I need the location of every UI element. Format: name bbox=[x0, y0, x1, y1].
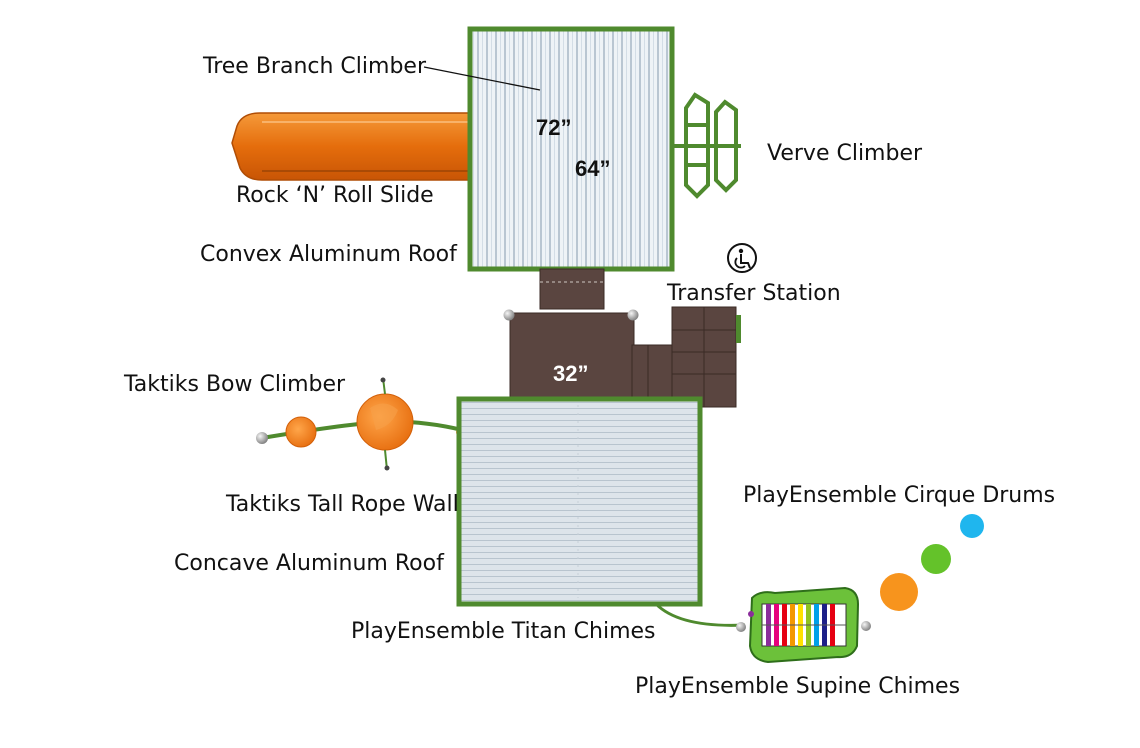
cirque-drums-graphic bbox=[880, 514, 984, 611]
drum-blue bbox=[960, 514, 984, 538]
height-label-32: 32” bbox=[553, 361, 588, 386]
label-tree-branch-climber: Tree Branch Climber bbox=[202, 54, 427, 79]
transfer-station-graphic bbox=[671, 306, 741, 408]
label-rock-n-roll-slide: Rock ‘N’ Roll Slide bbox=[236, 183, 434, 208]
label-taktiks-tall-rope-wall: Taktiks Tall Rope Wall bbox=[225, 492, 459, 517]
label-playensemble-cirque-drums: PlayEnsemble Cirque Drums bbox=[743, 483, 1055, 508]
label-playensemble-titan-chimes: PlayEnsemble Titan Chimes bbox=[351, 619, 656, 644]
post-caps bbox=[503, 309, 639, 321]
deck-graphic bbox=[509, 268, 673, 400]
label-taktiks-bow-climber: Taktiks Bow Climber bbox=[123, 372, 346, 397]
height-label-72: 72” bbox=[536, 115, 571, 140]
label-verve-climber: Verve Climber bbox=[767, 141, 923, 166]
taktiks-climbers-graphic bbox=[256, 377, 466, 471]
drum-green bbox=[921, 544, 951, 574]
label-convex-aluminum-roof: Convex Aluminum Roof bbox=[200, 242, 458, 267]
titan-chimes-cable bbox=[654, 602, 746, 627]
wheelchair-icon bbox=[727, 243, 757, 273]
label-concave-aluminum-roof: Concave Aluminum Roof bbox=[174, 551, 445, 576]
supine-chimes-graphic bbox=[736, 586, 871, 664]
concave-aluminum-roof-graphic bbox=[456, 396, 703, 607]
tree-branch-leader-line bbox=[423, 66, 541, 91]
drum-orange bbox=[880, 573, 918, 611]
verve-climber-graphic bbox=[672, 92, 741, 199]
rock-n-roll-slide-graphic bbox=[231, 112, 471, 181]
label-playensemble-supine-chimes: PlayEnsemble Supine Chimes bbox=[635, 674, 960, 699]
height-label-64: 64” bbox=[575, 156, 610, 181]
label-transfer-station: Transfer Station bbox=[666, 281, 841, 306]
convex-aluminum-roof-graphic bbox=[467, 26, 675, 272]
